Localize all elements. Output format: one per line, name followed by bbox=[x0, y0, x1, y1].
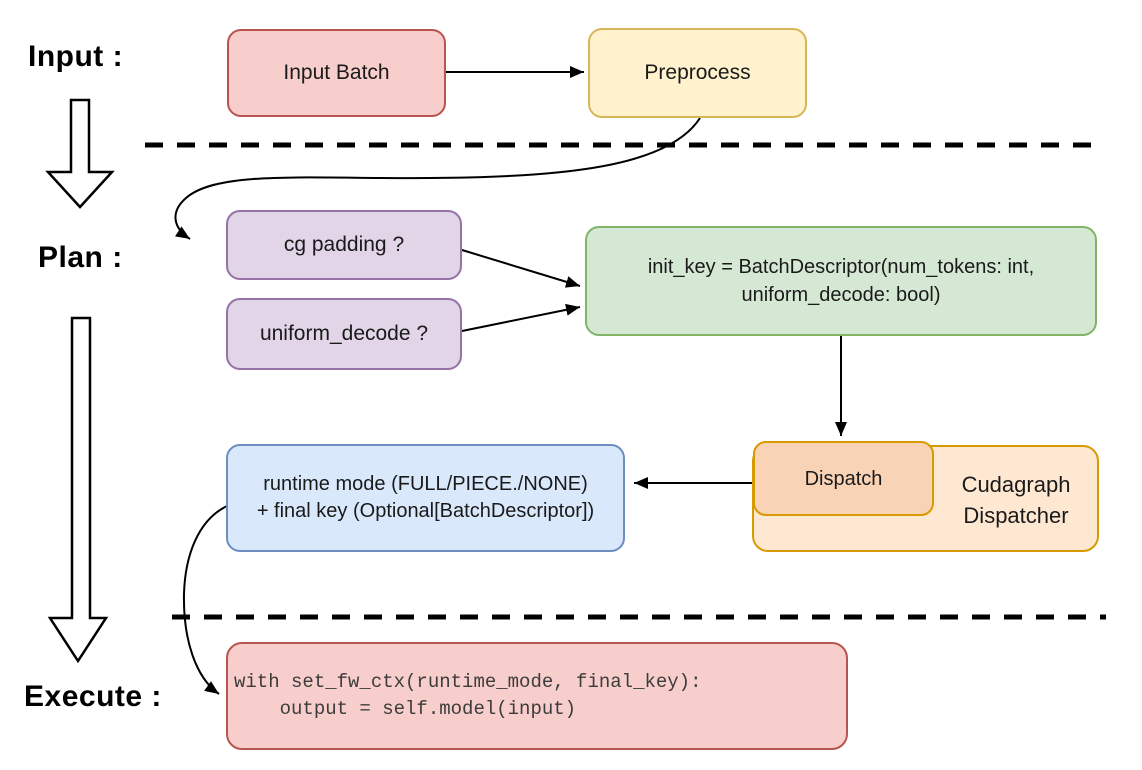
node-init-key: init_key = BatchDescriptor(num_tokens: i… bbox=[585, 226, 1097, 336]
input-flow-arrow bbox=[45, 98, 115, 209]
node-runtime-mode: runtime mode (FULL/PIECE./NONE) + final … bbox=[226, 444, 625, 552]
node-input-batch-label: Input Batch bbox=[283, 61, 390, 84]
node-execute-code: with set_fw_ctx(runtime_mode, final_key)… bbox=[226, 642, 848, 750]
node-dispatch-label: Dispatch bbox=[804, 467, 883, 490]
node-cudagraph-dispatcher-label: Cudagraph Dispatcher bbox=[933, 447, 1099, 552]
stage-label-input: Input : bbox=[28, 40, 124, 73]
cudagraph-dispatcher-line2: Dispatcher bbox=[963, 502, 1069, 528]
plan-flow-arrow bbox=[47, 316, 109, 664]
node-preprocess: Preprocess bbox=[588, 28, 807, 118]
node-uniform-decode-label: uniform_decode ? bbox=[259, 322, 429, 345]
node-dispatch: Dispatch bbox=[753, 441, 934, 516]
execute-code-line2: output = self.model(input) bbox=[234, 698, 577, 720]
curve-preprocess-to-cg-padding bbox=[174, 117, 701, 240]
stage-label-plan: Plan : bbox=[38, 241, 123, 274]
node-preprocess-label: Preprocess bbox=[644, 61, 751, 84]
arrow-uniform-decode-to-init-key bbox=[461, 303, 581, 332]
arrow-cg-padding-to-init-key bbox=[461, 249, 581, 288]
node-runtime-mode-line1: runtime mode (FULL/PIECE./NONE) bbox=[263, 473, 588, 495]
node-cg-padding: cg padding ? bbox=[226, 210, 462, 280]
cudagraph-dispatcher-line1: Cudagraph bbox=[961, 471, 1071, 497]
node-uniform-decode: uniform_decode ? bbox=[226, 298, 462, 370]
node-init-key-line2: uniform_decode: bool) bbox=[741, 284, 941, 306]
stage-label-execute: Execute : bbox=[24, 680, 162, 713]
node-runtime-mode-line2: + final key (Optional[BatchDescriptor]) bbox=[256, 500, 595, 522]
execute-code-line1: with set_fw_ctx(runtime_mode, final_key)… bbox=[234, 671, 702, 693]
node-input-batch: Input Batch bbox=[227, 29, 446, 117]
curve-runtime-mode-to-execute-code bbox=[182, 505, 228, 695]
node-cg-padding-label: cg padding ? bbox=[283, 233, 405, 256]
node-init-key-line1: init_key = BatchDescriptor(num_tokens: i… bbox=[647, 256, 1035, 278]
